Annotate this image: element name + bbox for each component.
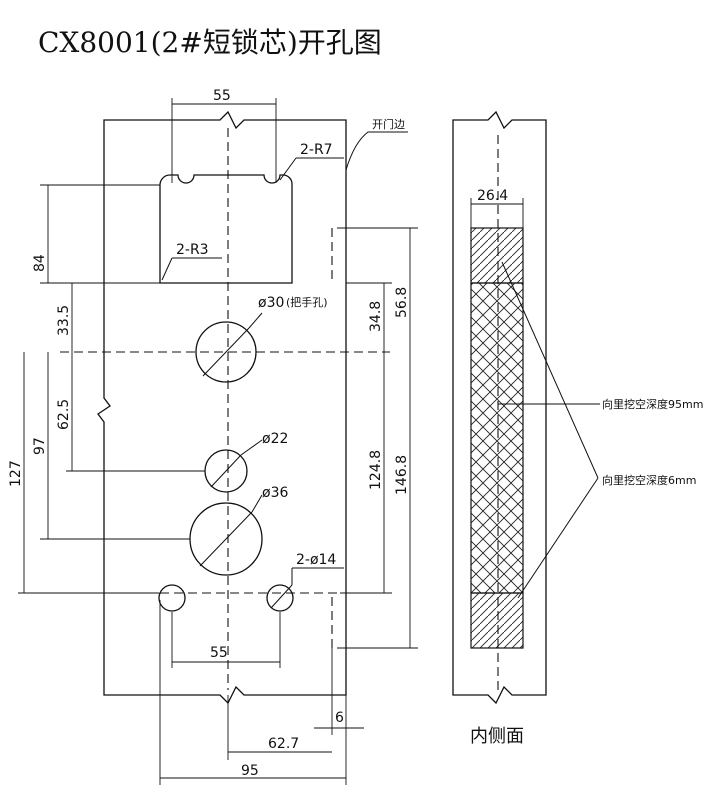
dim-bottom-55: 55 xyxy=(210,645,228,661)
dim-62-7: 62.7 xyxy=(268,736,299,752)
dim-26-4: 26.4 xyxy=(477,188,508,204)
label-hole-14: 2-ø14 xyxy=(296,552,336,568)
hole-22 xyxy=(204,439,263,493)
dim-6: 6 xyxy=(335,710,344,726)
dim-62-5: 62.5 xyxy=(56,399,72,430)
door-edge-label: 开门边 xyxy=(372,117,405,131)
dim-top-55: 55 xyxy=(213,88,231,104)
label-handle-hole-note: (把手孔) xyxy=(286,295,328,309)
note-depth-95: 向里挖空深度95mm xyxy=(602,397,703,411)
screw-hole-right xyxy=(266,567,344,612)
mortise-pocket xyxy=(159,174,293,284)
lock-plate xyxy=(97,110,347,705)
dim-radius-bottom: 2-R3 xyxy=(176,242,209,258)
note-depth-6: 向里挖空深度6mm xyxy=(602,473,696,487)
dim-33-5: 33.5 xyxy=(56,305,72,336)
label-hole-30: ø30 xyxy=(258,295,284,311)
label-hole-22: ø22 xyxy=(262,431,288,447)
dim-124-8: 124.8 xyxy=(368,450,384,490)
side-view xyxy=(452,110,600,705)
dim-127: 127 xyxy=(8,460,24,487)
dim-146-8: 146.8 xyxy=(394,455,410,495)
dimension-lines xyxy=(18,98,418,785)
dim-radius-top: 2-R7 xyxy=(300,142,333,158)
dim-56-8: 56.8 xyxy=(394,287,410,318)
screw-hole-left xyxy=(158,584,186,612)
dim-84: 84 xyxy=(32,254,48,272)
dim-34-8: 34.8 xyxy=(368,301,384,332)
hole-36 xyxy=(189,494,263,576)
handle-hole xyxy=(195,312,263,383)
dim-97: 97 xyxy=(32,437,48,455)
drawing-title: CX8001(2#短锁芯)开孔图 xyxy=(38,26,382,59)
label-hole-36: ø36 xyxy=(262,485,288,501)
dim-95: 95 xyxy=(241,763,259,779)
side-view-caption: 内侧面 xyxy=(470,726,524,747)
